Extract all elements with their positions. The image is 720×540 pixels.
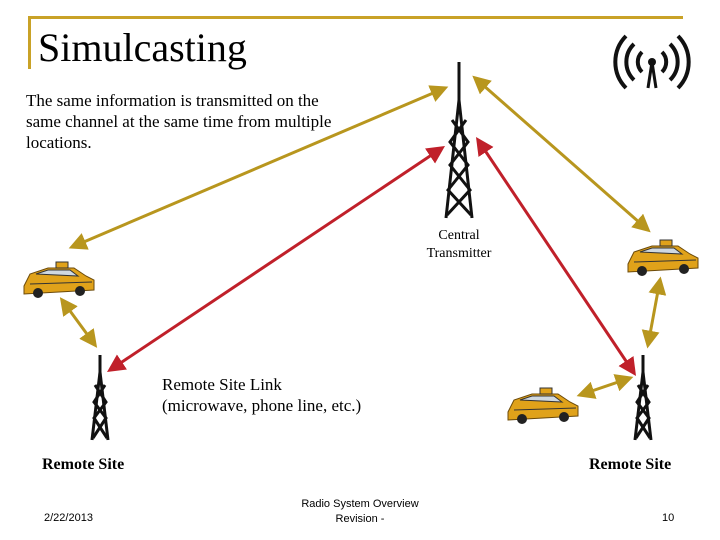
link-label-line1: Remote Site Link xyxy=(162,375,282,394)
footer-date: 2/22/2013 xyxy=(44,512,93,524)
slide-title: Simulcasting xyxy=(38,25,247,70)
remote-site-link-label: Remote Site Link (microwave, phone line,… xyxy=(162,374,361,416)
right-remote-tower-icon xyxy=(633,355,653,441)
arrow-right-car-to-right-tower xyxy=(641,276,667,349)
central-tower-icon xyxy=(444,62,474,219)
page-number: 10 xyxy=(662,512,675,524)
taxi-car-icon-right xyxy=(627,239,699,276)
central-transmitter-label: Central Transmitter xyxy=(412,227,506,263)
link-label-line2: (microwave, phone line, etc.) xyxy=(162,396,362,415)
arrow-central-to-left-car xyxy=(68,85,449,250)
taxi-car-icon-left xyxy=(23,261,95,298)
red-arrow-central-to-right xyxy=(475,137,637,376)
arrow-central-to-right-car xyxy=(472,75,651,233)
central-label-line1: Central xyxy=(438,228,480,243)
remote-site-left-label: Remote Site xyxy=(42,456,125,473)
footer-center-line2: Revision - xyxy=(335,513,385,525)
left-remote-tower-icon xyxy=(90,355,110,441)
wireless-signal-icon xyxy=(613,34,691,90)
footer-center-line1: Radio System Overview xyxy=(301,498,419,510)
title-accent-bar xyxy=(28,16,683,69)
arrow-bottom-car-to-right-tower xyxy=(576,374,634,399)
taxi-car-icon-bottom xyxy=(507,387,579,424)
remote-site-right-label: Remote Site xyxy=(589,456,672,473)
footer-center: Radio System Overview Revision - xyxy=(290,497,430,527)
central-label-line2: Transmitter xyxy=(426,246,492,261)
arrow-left-car-to-left-tower xyxy=(59,297,98,348)
red-arrow-central-to-left xyxy=(107,145,445,373)
radio-link-arrows xyxy=(59,75,667,399)
remote-site-link-arrows xyxy=(107,137,637,376)
